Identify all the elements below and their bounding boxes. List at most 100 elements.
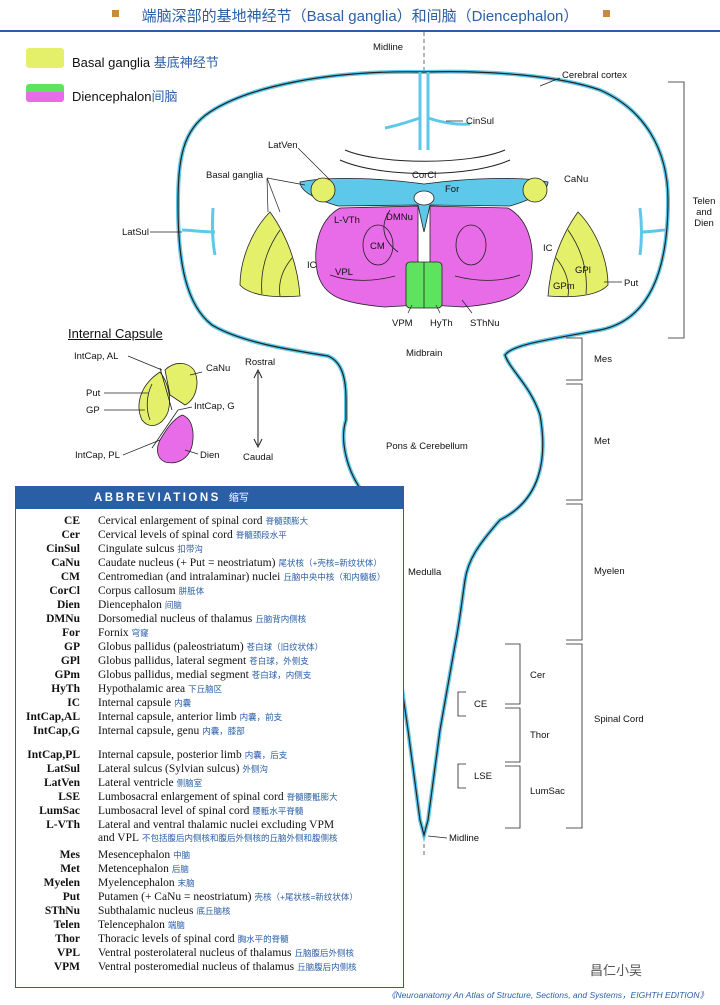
ic-right-label: IC	[543, 243, 553, 254]
abbreviation-definition-text: Globus pallidus, medial segment	[98, 669, 249, 681]
telen-dien-label: Telen and Dien	[690, 196, 718, 229]
abbreviation-term: Met	[60, 863, 80, 875]
for-label: For	[445, 184, 460, 195]
lateral-sulcus-branch	[181, 228, 667, 234]
lse-label: LSE	[474, 771, 492, 782]
abbreviation-term: CE	[64, 515, 80, 527]
abbreviation-definition: Ventral posteromedial nucleus of thalamu…	[98, 960, 357, 974]
lumsac-bracket	[505, 765, 521, 829]
abbreviation-definition-text: Globus pallidus, lateral segment	[98, 655, 247, 667]
pons-label: Pons & Cerebellum	[386, 441, 468, 452]
abbreviation-term: Dien	[57, 599, 80, 611]
abbreviation-chinese: 间脑	[164, 600, 182, 610]
cingulate-sulcus	[418, 72, 430, 150]
cortex-leader	[539, 77, 561, 87]
ic-put-label: Put	[86, 388, 101, 399]
abbreviation-term: For	[62, 627, 80, 639]
cer-label: Cer	[530, 670, 546, 681]
abbreviation-chinese: 底丘脑核	[196, 906, 231, 916]
ic-gp-label: GP	[86, 405, 100, 416]
telen-dien-bracket	[668, 81, 685, 339]
ic-gp-divider	[146, 383, 153, 421]
ic-canu-label: CaNu	[206, 363, 231, 374]
abbreviation-chinese: 侧脑室	[176, 778, 203, 788]
abbreviation-chinese: 丘脑腹后外侧核	[294, 948, 355, 958]
dien-label: Dien	[694, 218, 714, 229]
abbreviation-definition-text: Mesencephalon	[98, 849, 171, 861]
cer-bracket	[505, 643, 521, 705]
cinsul-branch	[384, 116, 471, 130]
abbreviation-term: HyTh	[51, 683, 80, 695]
abbreviation-definition-text: Lumbosacral level of spinal cord	[98, 805, 250, 817]
vpm-label: VPM	[392, 318, 413, 329]
lse-bracket	[457, 763, 466, 789]
abbreviation-definition-text: Subthalamic nucleus	[98, 905, 194, 917]
abbreviation-chinese: 中脑	[173, 850, 191, 860]
bullet-square-right	[603, 10, 610, 17]
caudate-right	[522, 177, 548, 203]
basal-ganglia-leaders	[266, 177, 306, 213]
abbreviation-definition-text: Thoracic levels of spinal cord	[98, 933, 235, 945]
bullet-square-left	[112, 10, 119, 17]
corcl-label: CorCl	[412, 170, 437, 181]
abbreviation-term: CaNu	[51, 557, 80, 569]
abbreviation-term: LatVen	[44, 777, 80, 789]
abbreviation-definition-text: Internal capsule, anterior limb	[98, 711, 237, 723]
abbreviation-term: SThNu	[44, 905, 80, 917]
abbreviation-definition: Ventral posterolateral nucleus of thalam…	[98, 946, 354, 960]
abbreviation-chinese: 下丘脑区	[188, 684, 223, 694]
abbreviation-definition-text: Hypothalamic area	[98, 683, 186, 695]
ic-dien	[157, 414, 194, 464]
ic-leaders	[104, 355, 203, 456]
abbreviation-definition-text: Diencephalon	[98, 599, 162, 611]
lentiform-right-divisions	[555, 229, 587, 297]
abbreviation-term: LSE	[58, 791, 80, 803]
abbreviation-definition-text: Lateral and ventral thalamic nuclei excl…	[98, 819, 335, 831]
legend-swatch-dien-green	[26, 84, 64, 92]
abbreviation-term: IntCap,AL	[25, 711, 80, 723]
spinal-cord-bracket	[566, 643, 583, 829]
abbreviation-definition: Caudate nucleus (+ Put = neostriatum)尾状核…	[98, 556, 382, 570]
met-bracket	[566, 383, 583, 501]
abbreviation-term: CorCl	[49, 585, 80, 597]
ce-bracket	[457, 691, 466, 717]
abbreviation-definition-text: Dorsomedial nucleus of thalamus	[98, 613, 253, 625]
spinal-cord-label: Spinal Cord	[594, 714, 644, 725]
ce-label: CE	[474, 699, 488, 710]
gpm-label: GPm	[553, 281, 575, 292]
abbreviation-chinese: 穹窿	[131, 628, 149, 638]
abbreviation-term: CM	[60, 571, 80, 583]
cm-label: CM	[370, 241, 385, 252]
abbreviation-chinese: 脊髓腰骶膨大	[286, 792, 338, 802]
abbreviation-definition-text: Lateral sulcus (Sylvian sulcus)	[98, 763, 240, 775]
abbreviation-term: VPM	[53, 961, 80, 973]
abbreviation-definition-text: Internal capsule, genu	[98, 725, 200, 737]
abbreviation-term: VPL	[57, 947, 80, 959]
brain-outline-line	[177, 71, 669, 838]
and-label: and	[696, 207, 712, 218]
corpus-callosum-upper	[344, 149, 506, 162]
gpl-label: GPl	[575, 265, 591, 276]
abbreviation-chinese: 苍白球（旧纹状体）	[246, 642, 324, 652]
abbreviation-definition-text: Internal capsule	[98, 697, 172, 709]
abbreviation-term: GPm	[54, 669, 80, 681]
